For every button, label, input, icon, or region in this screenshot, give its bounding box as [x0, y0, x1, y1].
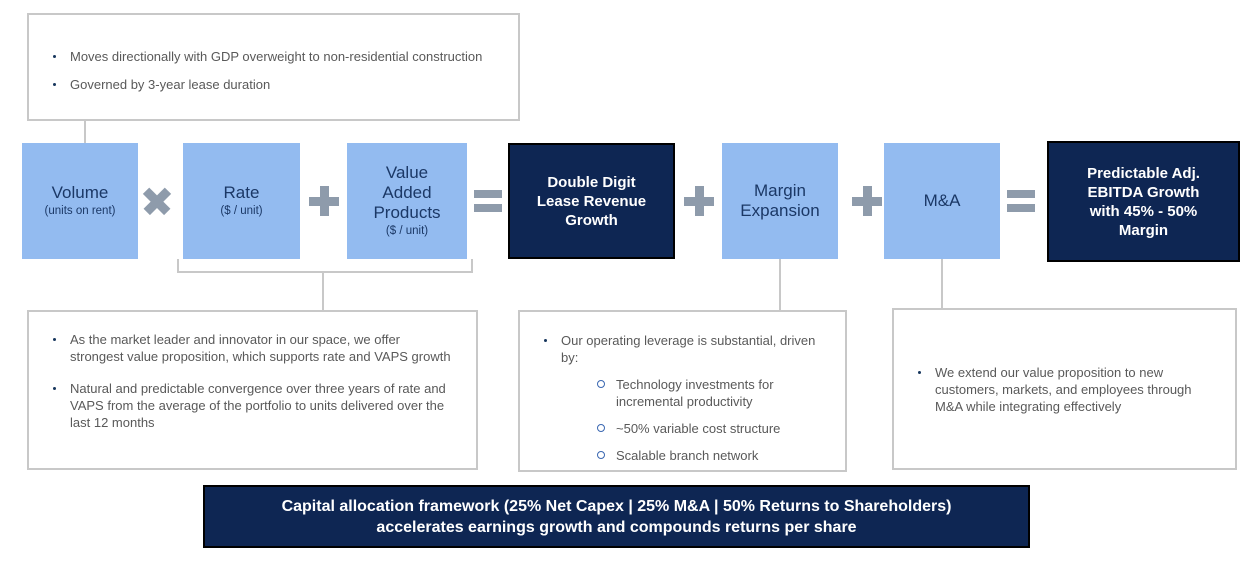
- bullet-text: As the market leader and innovator in ou…: [70, 332, 451, 364]
- box-title: Predictable Adj. EBITDA Growth with 45% …: [1087, 164, 1200, 239]
- bullet-row: Moves directionally with GDP overweight …: [53, 48, 500, 65]
- sub-bullet-row: ~50% variable cost structure: [597, 420, 833, 437]
- sub-bullet-text: ~50% variable cost structure: [616, 421, 781, 436]
- box-value-added-products: Value Added Products ($ / unit): [347, 143, 467, 259]
- volume-driver-callout: Moves directionally with GDP overweight …: [27, 13, 520, 121]
- bullet-row: As the market leader and innovator in ou…: [53, 331, 454, 365]
- box-volume: Volume (units on rent): [22, 143, 138, 259]
- bullet-row: Our operating leverage is substantial, d…: [544, 332, 833, 366]
- circle-bullet-icon: [597, 451, 605, 459]
- multiply-icon: [139, 183, 175, 219]
- bullet-dot-icon: [53, 83, 56, 86]
- bullet-text: We extend our value proposition to new c…: [935, 364, 1192, 414]
- connector-bracket-right: [471, 259, 473, 272]
- bullet-dot-icon: [53, 55, 56, 58]
- circle-bullet-icon: [597, 380, 605, 388]
- bullet-dot-icon: [918, 370, 921, 374]
- box-ebitda-growth: Predictable Adj. EBITDA Growth with 45% …: [1047, 141, 1240, 262]
- box-ma: M&A: [884, 143, 1000, 259]
- box-subtitle: (units on rent): [44, 205, 116, 217]
- margin-expansion-callout: Our operating leverage is substantial, d…: [518, 310, 847, 472]
- box-rate: Rate ($ / unit): [183, 143, 300, 259]
- connector-margin-to-callout: [779, 259, 781, 310]
- equals-icon: [470, 183, 506, 219]
- box-title: Value Added Products: [373, 163, 441, 222]
- bullet-dot-icon: [53, 338, 56, 341]
- connector-ma-to-callout: [941, 259, 943, 308]
- bullet-text: Natural and predictable convergence over…: [70, 381, 446, 430]
- plus-icon: [681, 183, 717, 219]
- sub-bullet-text: Scalable branch network: [616, 448, 759, 463]
- circle-bullet-icon: [597, 424, 605, 432]
- equals-icon: [1003, 183, 1039, 219]
- plus-icon: [306, 183, 342, 219]
- bullet-text: Our operating leverage is substantial, d…: [561, 333, 816, 365]
- box-margin-expansion: Margin Expansion: [722, 143, 838, 259]
- box-title: Rate: [223, 183, 260, 202]
- plus-icon: [849, 183, 885, 219]
- banner-line-2: accelerates earnings growth and compound…: [376, 518, 857, 536]
- banner-line-1: Capital allocation framework (25% Net Ca…: [281, 497, 952, 515]
- box-title: M&A: [923, 191, 961, 210]
- capital-allocation-banner: Capital allocation framework (25% Net Ca…: [203, 485, 1030, 548]
- bullet-dot-icon: [53, 387, 56, 390]
- box-title: Margin Expansion: [740, 181, 820, 220]
- connector-bracket-left: [177, 259, 179, 272]
- box-title: Double Digit Lease Revenue Growth: [536, 173, 647, 229]
- connector-top-callout-to-volume: [84, 121, 86, 143]
- box-lease-revenue-growth: Double Digit Lease Revenue Growth: [508, 143, 675, 259]
- bullet-dot-icon: [544, 339, 547, 342]
- bullet-text: Governed by 3-year lease duration: [70, 77, 271, 92]
- box-subtitle: ($ / unit): [385, 225, 429, 237]
- bullet-text: Moves directionally with GDP overweight …: [70, 49, 483, 64]
- box-title: Volume: [51, 183, 109, 202]
- sub-bullet-text: Technology investments for incremental p…: [616, 377, 774, 409]
- sub-bullet-row: Scalable branch network: [597, 447, 833, 464]
- rate-vaps-callout: As the market leader and innovator in ou…: [27, 310, 478, 470]
- bullet-row: Governed by 3-year lease duration: [53, 76, 500, 93]
- connector-bracket-horizontal: [177, 271, 473, 273]
- bullet-row: Natural and predictable convergence over…: [53, 380, 454, 431]
- ma-callout: We extend our value proposition to new c…: [892, 308, 1237, 470]
- connector-bracket-to-left-callout: [322, 271, 324, 310]
- sub-bullet-row: Technology investments for incremental p…: [597, 376, 833, 410]
- box-subtitle: ($ / unit): [220, 205, 263, 217]
- bullet-row: We extend our value proposition to new c…: [918, 364, 1217, 415]
